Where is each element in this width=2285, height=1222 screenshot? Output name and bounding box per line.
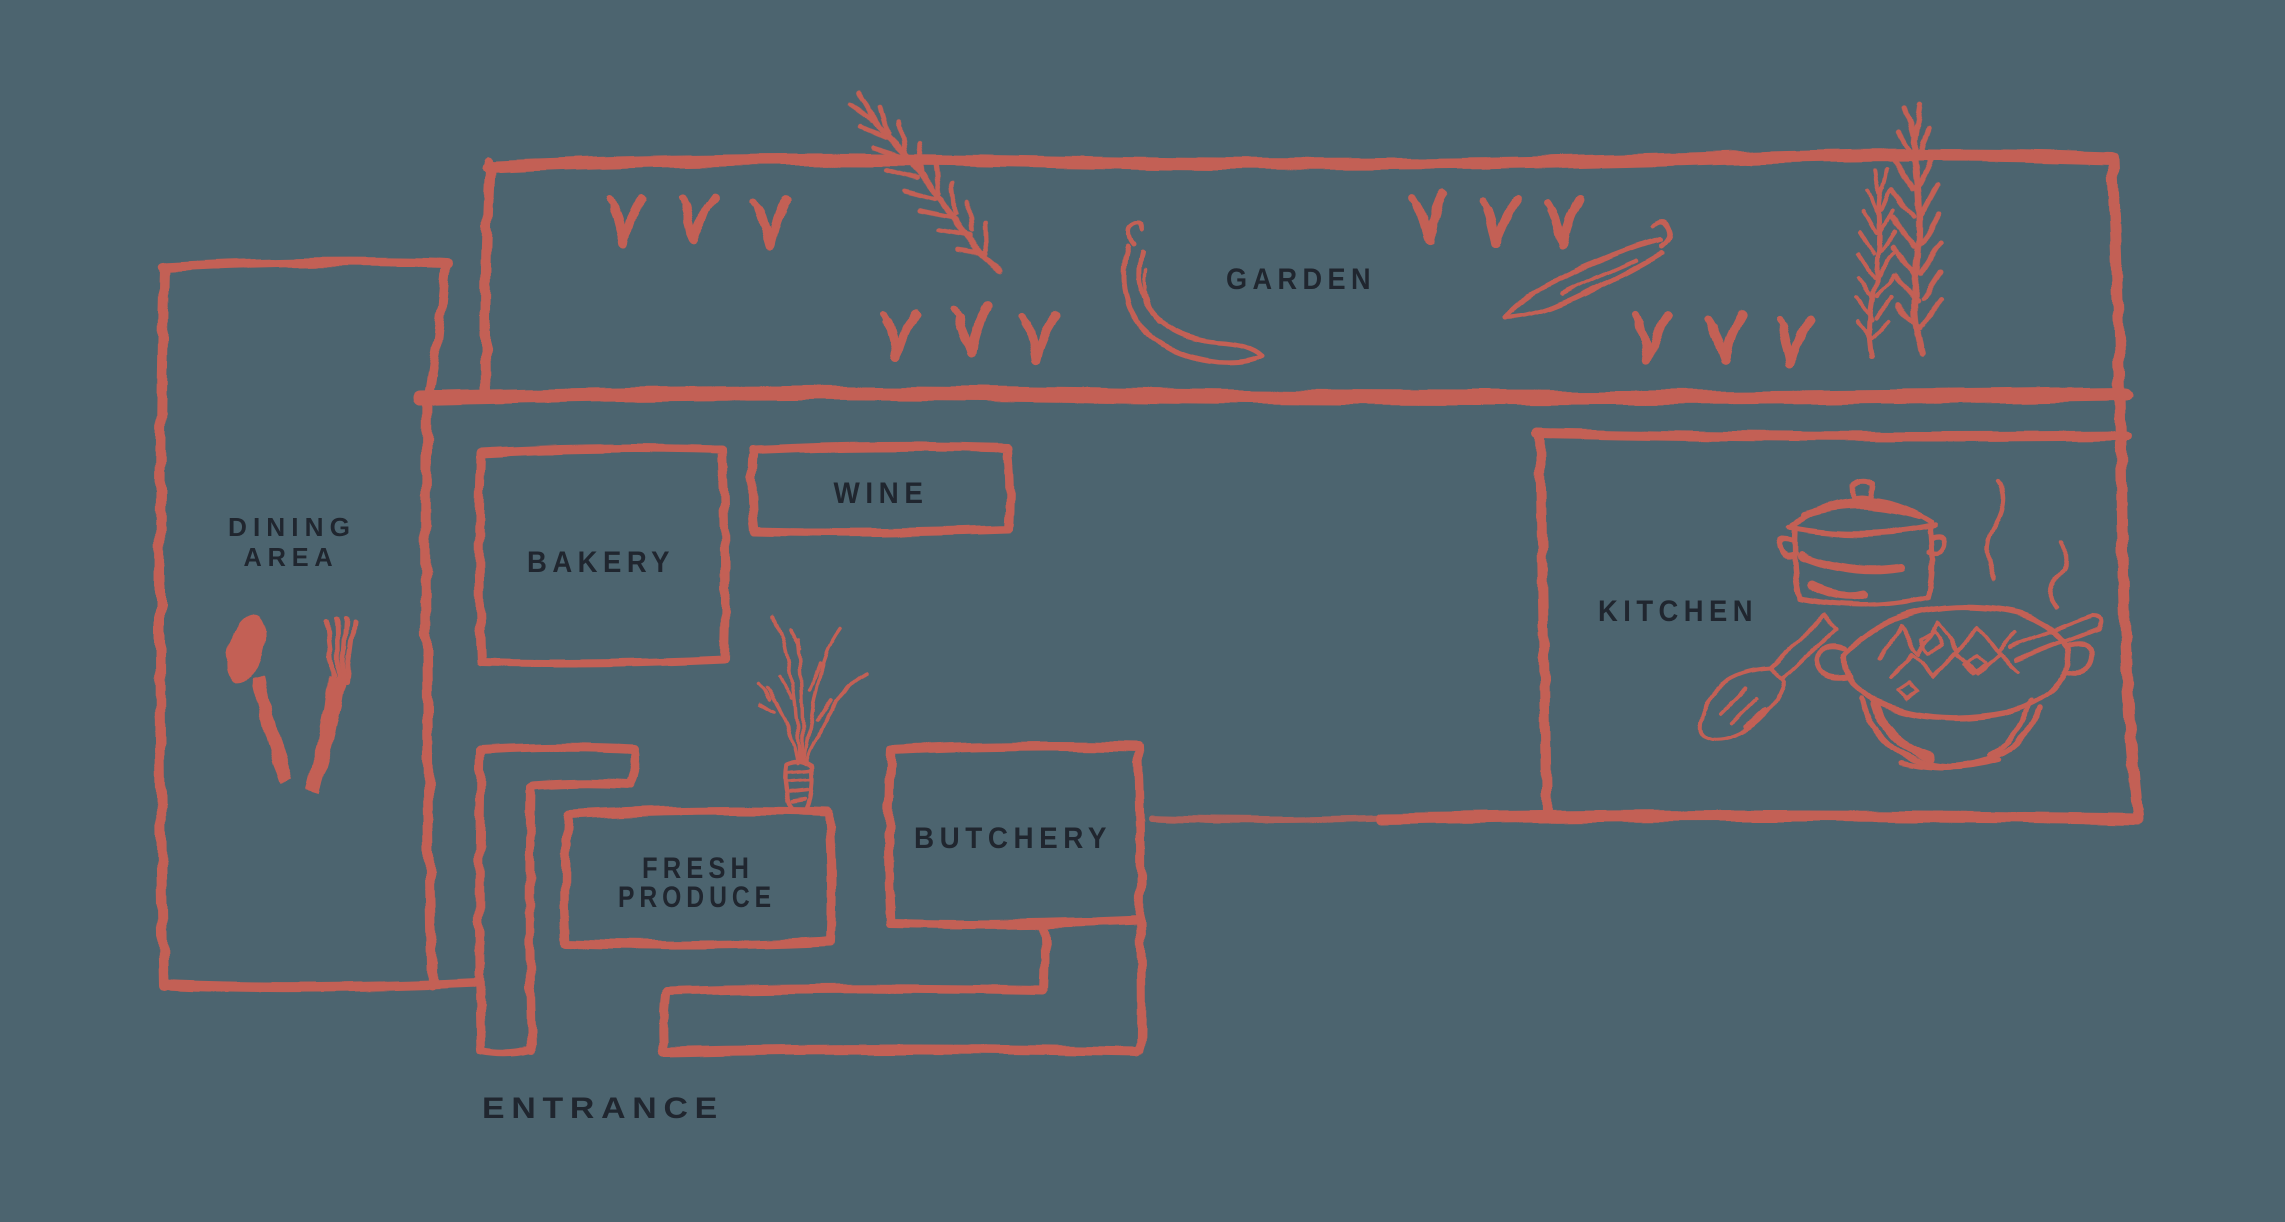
garden-wall-left [480, 157, 495, 395]
serving-spoon-icon [2008, 614, 2103, 662]
fresh-produce-label-line1: FRESH [642, 852, 754, 885]
dining-wall-right-upper [424, 259, 450, 399]
corridor-walls [658, 923, 1143, 1057]
spatula-icon [1697, 614, 1838, 743]
spoon-icon [226, 615, 293, 785]
wine-label: WINE [834, 477, 929, 510]
butchery-label: BUTCHERY [914, 822, 1112, 855]
entrance-wall-horizontal-top [476, 742, 641, 755]
hall-wall-top [413, 386, 2133, 406]
dining-decor [226, 615, 357, 794]
kitchen-label: KITCHEN [1598, 595, 1758, 628]
kitchen-wall-bottom-fade [1149, 815, 1388, 823]
steam-icon [1985, 477, 2069, 611]
corridor-wall-right-up [1039, 923, 1050, 995]
produce-decor [756, 616, 868, 815]
fresh-produce-label-line2: PRODUCE [618, 881, 776, 914]
plan-walls [155, 149, 2144, 1057]
fresh-produce-area [560, 806, 837, 950]
entrance-wall-bottom-cap [478, 1045, 535, 1057]
kitchen-wall-top [1532, 428, 2131, 442]
entrance-area [474, 742, 642, 1057]
entrance-wall-vertical-left [474, 745, 487, 1055]
entrance-wall-horizontal-bottom [529, 778, 633, 789]
plan-wall-right [2106, 152, 2144, 822]
butchery-wall-right-extension [1135, 917, 1147, 1056]
fork-icon [306, 615, 357, 794]
dining-area-label-line2: AREA [244, 542, 339, 572]
chopped-food [1878, 620, 2018, 660]
kitchen-area [1149, 428, 2144, 825]
entrance-wall-right-cap [626, 745, 642, 788]
kitchen-wall-left [1535, 429, 1552, 821]
labels: GARDEN DINING AREA BAKERY WINE KITCHEN F… [228, 263, 1758, 1125]
serving-bowl-icon [1815, 605, 2096, 771]
wine-area [747, 441, 1015, 537]
dining-wall-left [155, 263, 169, 991]
dining-wall-bottom [160, 978, 483, 993]
dining-wall-top [158, 256, 452, 272]
fresh-produce-walls [560, 806, 837, 950]
dining-area [155, 256, 483, 993]
entrance-label: ENTRANCE [482, 1092, 724, 1125]
bakery-area [474, 444, 730, 668]
corridor-wall-top [661, 983, 1049, 996]
butchery-walls [884, 741, 1146, 929]
kitchen-wall-bottom [1374, 810, 2144, 825]
garden-decor [610, 84, 1944, 363]
kitchen-decor [1697, 477, 2103, 771]
corridor-wall-bottom [659, 1044, 1143, 1057]
entrance-wall-vertical-right [525, 782, 537, 1054]
bakery-label: BAKERY [527, 546, 675, 579]
butchery-area [884, 741, 1147, 1056]
chili-icon [1121, 220, 1265, 365]
garden-label: GARDEN [1226, 263, 1376, 296]
wine-walls [747, 441, 1015, 537]
dining-area-label-line1: DINING [228, 512, 356, 542]
chili-icon [1503, 219, 1673, 321]
dining-wall-right-lower [421, 391, 437, 991]
carrot-icon [756, 616, 868, 815]
bakery-walls [474, 444, 730, 668]
corridor-wall-left-cap [658, 986, 671, 1056]
stockpot-icon [1776, 480, 1948, 609]
garden-wall-top [482, 149, 2116, 173]
garden-area [413, 149, 2144, 822]
